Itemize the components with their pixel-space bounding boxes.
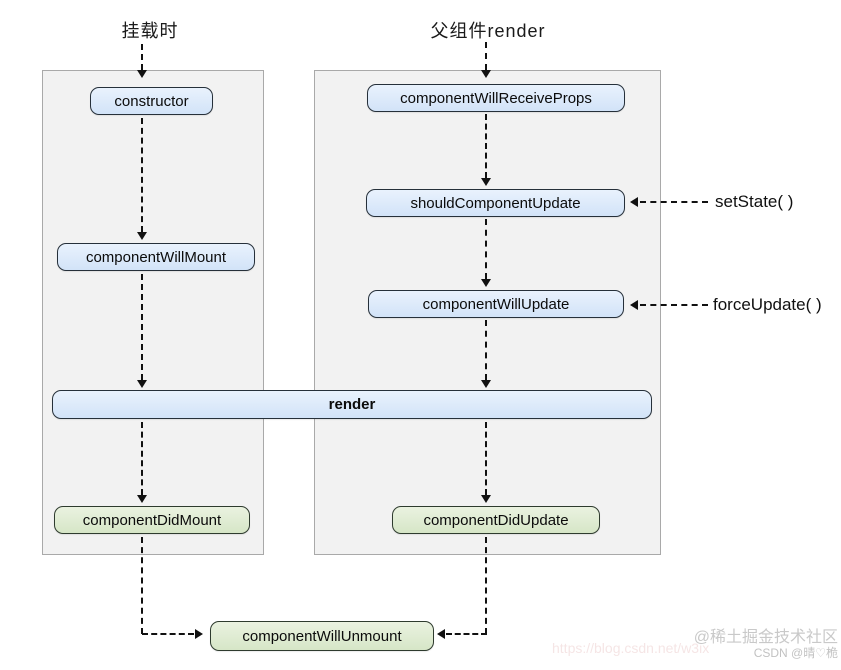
arrow-didupdate-down-line (485, 537, 487, 634)
arrow-didupdate-to-unmount-head (437, 629, 445, 639)
arrow-didmount-to-unmount-line (142, 633, 194, 635)
arrow-mount-header-line (141, 44, 143, 70)
arrow-willmount-to-render-line (141, 274, 143, 380)
juejin-watermark: @稀土掘金技术社区 (693, 629, 838, 646)
arrow-constructor-to-willmount-line (141, 118, 143, 232)
arrow-willmount-to-render-head (137, 380, 147, 388)
parent-render-column-header: 父组件render (430, 21, 546, 41)
node-component-will-unmount: componentWillUnmount (210, 621, 434, 651)
arrow-render-to-didmount-line (141, 422, 143, 495)
arrow-parent-header-head (481, 70, 491, 78)
arrow-constructor-to-willmount-head (137, 232, 147, 240)
arrow-shouldupdate-to-willupdate-head (481, 279, 491, 287)
mount-panel (42, 70, 264, 555)
arrow-mount-header-head (137, 70, 147, 78)
setstate-label: setState( ) (715, 192, 794, 211)
arrow-render-to-didmount-head (137, 495, 147, 503)
arrow-didupdate-to-unmount-line (446, 633, 487, 635)
node-component-did-update: componentDidUpdate (392, 506, 600, 534)
forceupdate-label: forceUpdate( ) (713, 295, 822, 314)
node-component-will-mount: componentWillMount (57, 243, 255, 271)
node-render: render (52, 390, 652, 419)
arrow-forceupdate-line (640, 304, 708, 306)
csdn-watermark: CSDN @晴♡桅 (753, 646, 838, 660)
node-component-will-receive-props: componentWillReceiveProps (367, 84, 625, 112)
arrow-render-to-didupdate-line (485, 422, 487, 495)
node-component-did-mount: componentDidMount (54, 506, 250, 534)
arrow-willupdate-to-render-head (481, 380, 491, 388)
node-component-will-update: componentWillUpdate (368, 290, 624, 318)
arrow-shouldupdate-to-willupdate-line (485, 219, 487, 279)
arrow-setstate-head (630, 197, 638, 207)
arrow-didmount-down-line (141, 537, 143, 634)
arrow-didmount-to-unmount-head (195, 629, 203, 639)
node-should-component-update: shouldComponentUpdate (366, 189, 625, 217)
arrow-receiveprops-to-shouldupdate-line (485, 114, 487, 178)
arrow-receiveprops-to-shouldupdate-head (481, 178, 491, 186)
mount-column-header: 挂载时 (121, 21, 179, 41)
arrow-setstate-line (640, 201, 708, 203)
node-constructor: constructor (90, 87, 213, 115)
arrow-parent-header-line (485, 42, 487, 70)
arrow-forceupdate-head (630, 300, 638, 310)
arrow-willupdate-to-render-line (485, 320, 487, 380)
url-watermark: https://blog.csdn.net/w3ix (552, 640, 710, 656)
arrow-render-to-didupdate-head (481, 495, 491, 503)
